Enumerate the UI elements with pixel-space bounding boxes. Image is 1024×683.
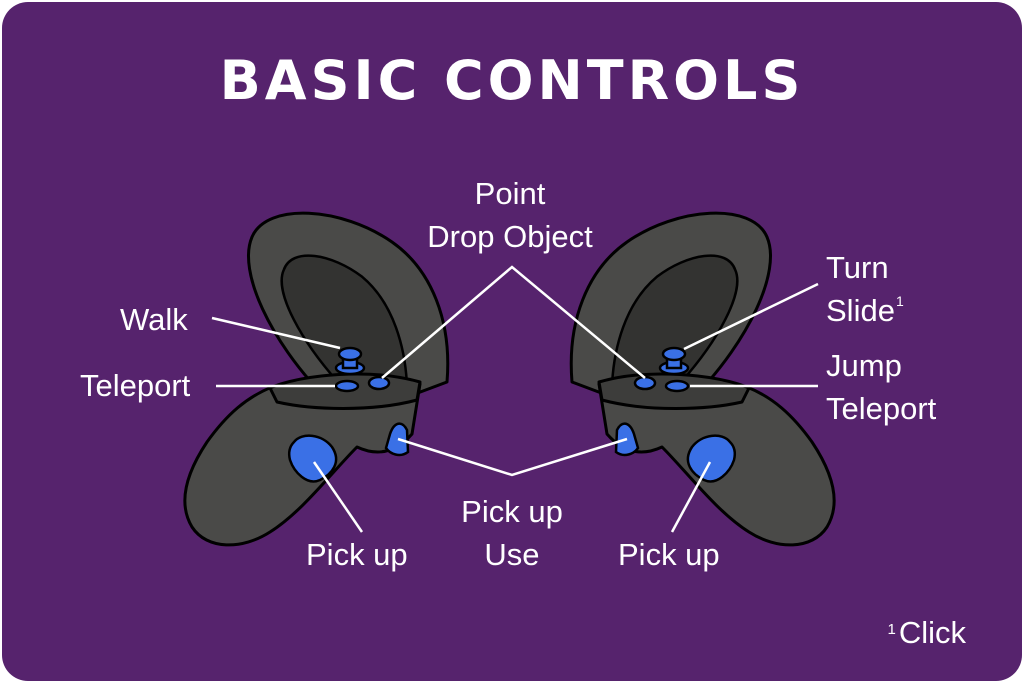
label-jump-teleport: Jump Teleport	[826, 344, 936, 432]
turn-leader	[683, 282, 819, 351]
left-ring-inner	[281, 254, 408, 398]
right-ring-inner	[611, 254, 738, 398]
left-controller	[183, 211, 450, 547]
label-point-drop: Point Drop Object	[400, 172, 620, 260]
label-turn-slide: Turn Slide1	[826, 246, 904, 334]
label-walk: Walk	[120, 302, 188, 337]
label-pick-up-use: Pick up Use	[432, 490, 592, 578]
label-drop-object: Drop Object	[427, 218, 593, 254]
footnote: 1Click	[887, 615, 966, 651]
point-leader	[381, 265, 646, 379]
right-controller-buttons	[614, 346, 737, 483]
label-pick-up-center: Pick up	[461, 494, 563, 529]
pick-up-left-leader	[312, 461, 364, 533]
right-grip-button[interactable]	[686, 434, 737, 483]
label-point: Point	[474, 176, 546, 211]
left-controller-buttons	[287, 346, 410, 483]
pick-up-right-leader	[670, 461, 712, 533]
right-controller	[569, 211, 836, 547]
right-a-button[interactable]	[664, 379, 690, 393]
walk-leader	[211, 316, 341, 350]
left-x-button[interactable]	[334, 379, 360, 393]
label-turn: Turn	[826, 250, 889, 285]
left-y-button[interactable]	[367, 375, 391, 391]
pick-up-use-leader	[397, 437, 628, 477]
page-title: BASIC CONTROLS	[219, 49, 805, 112]
label-pick-up-left: Pick up	[306, 537, 408, 572]
label-jump: Jump	[826, 348, 902, 383]
footnote-text: Click	[898, 615, 966, 650]
left-trigger[interactable]	[384, 422, 410, 457]
right-thumbstick[interactable]	[661, 346, 687, 362]
label-slide: Slide	[826, 292, 895, 328]
leader-lines	[211, 265, 819, 533]
right-b-button[interactable]	[633, 375, 657, 391]
label-slide-line: Slide1	[826, 289, 904, 334]
label-pick-up-right: Pick up	[618, 537, 720, 572]
label-teleport-left: Teleport	[80, 368, 191, 403]
label-teleport-right: Teleport	[826, 390, 937, 426]
label-use: Use	[484, 536, 540, 572]
footnote-marker: 1	[887, 621, 896, 638]
left-thumbstick[interactable]	[337, 346, 363, 362]
slide-superscript: 1	[895, 292, 904, 309]
left-grip-button[interactable]	[287, 434, 338, 483]
